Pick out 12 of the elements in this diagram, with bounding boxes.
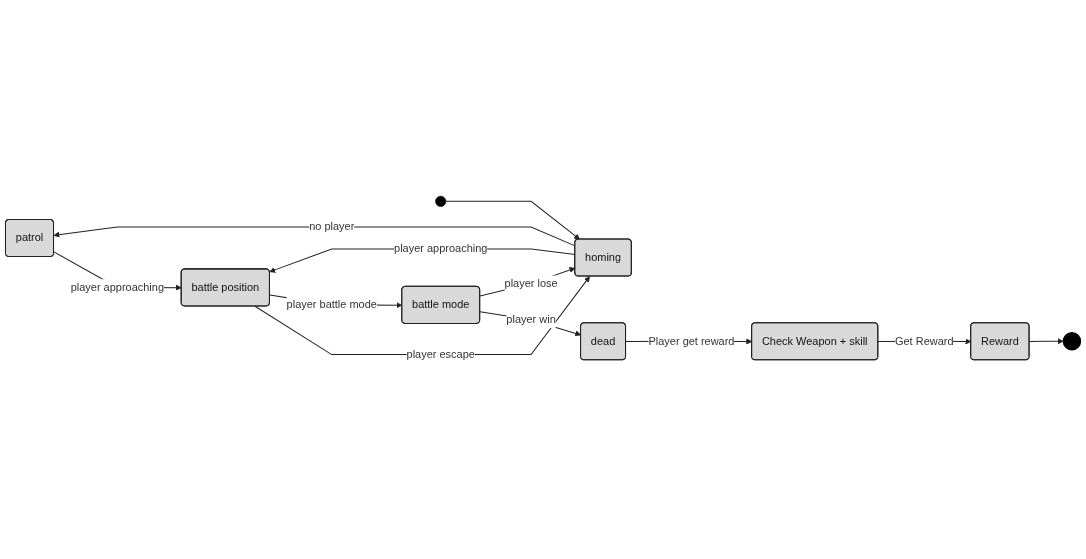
edge-label: player lose bbox=[504, 277, 558, 290]
arrow bbox=[445, 200, 580, 240]
arrow bbox=[254, 276, 590, 356]
edge-label: Get Reward bbox=[894, 335, 954, 347]
edge-label: player escape bbox=[406, 348, 475, 361]
edge-label: Player get reward bbox=[648, 335, 735, 347]
edge-label: no player bbox=[309, 220, 355, 233]
edge-label: player approaching bbox=[70, 281, 165, 293]
edge-label: player win bbox=[506, 313, 556, 326]
edge-label: player approaching bbox=[394, 242, 488, 255]
edge-label: player battle mode bbox=[286, 298, 377, 311]
node-circle bbox=[435, 195, 447, 207]
